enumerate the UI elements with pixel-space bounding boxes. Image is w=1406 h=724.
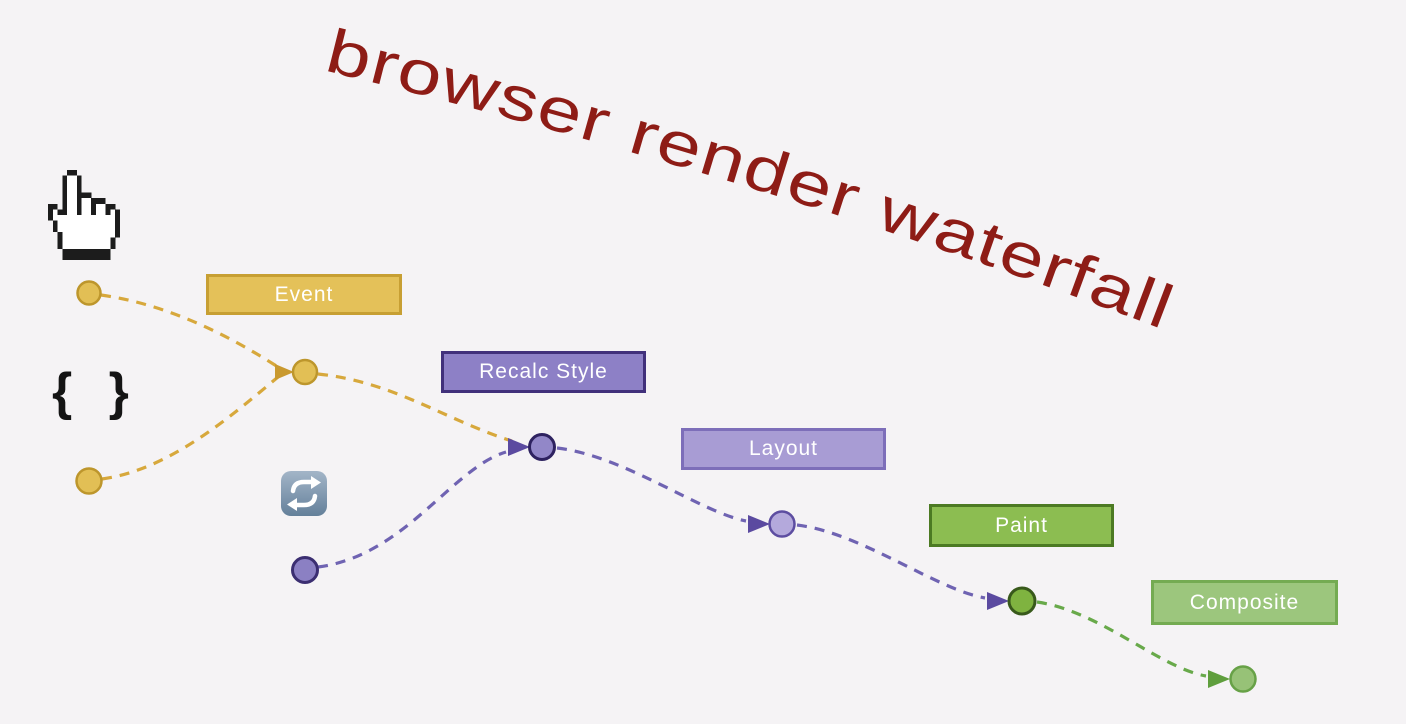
arrowhead-layout [748,515,770,533]
edge-input1-to-event [100,293,279,369]
stage-box-paint: Paint [929,504,1114,547]
node-input-code [75,467,103,495]
node-layout [768,510,796,538]
node-loop-start [291,556,319,584]
node-input-click [76,280,102,306]
edge-recalc-to-layout [556,446,747,523]
node-paint [1007,586,1037,616]
arrowhead-recalc [508,438,530,456]
edge-input2-to-event [101,375,280,481]
stage-box-recalc-style: Recalc Style [441,351,646,393]
stage-box-layout: Layout [681,428,886,470]
page-title: browser render waterfall [320,17,1182,343]
edge-paint-to-composite [1036,600,1207,678]
node-recalc-style [528,433,556,461]
hand-cursor-icon [48,170,120,260]
edge-layout-to-paint [796,523,986,600]
stage-label-composite: Composite [1189,590,1300,614]
stage-label-recalc-style: Recalc Style [479,360,608,383]
edge-event-to-recalc [317,372,513,443]
stage-box-composite: Composite [1151,580,1338,625]
node-composite [1229,665,1257,693]
arrowhead-paint [987,592,1009,610]
arrowhead-event [275,364,294,380]
stage-label-paint: Paint [995,513,1048,537]
stage-box-event: Event [206,274,402,315]
arrowhead-composite [1208,670,1230,688]
stage-label-event: Event [274,282,334,306]
stage-label-layout: Layout [748,437,819,460]
edge-loop-to-recalc [317,450,507,569]
code-braces-icon: { } [52,363,129,421]
svg-text:browser render waterfall: browser render waterfall [320,17,1183,343]
repeat-icon [281,471,327,516]
node-event [291,358,319,386]
